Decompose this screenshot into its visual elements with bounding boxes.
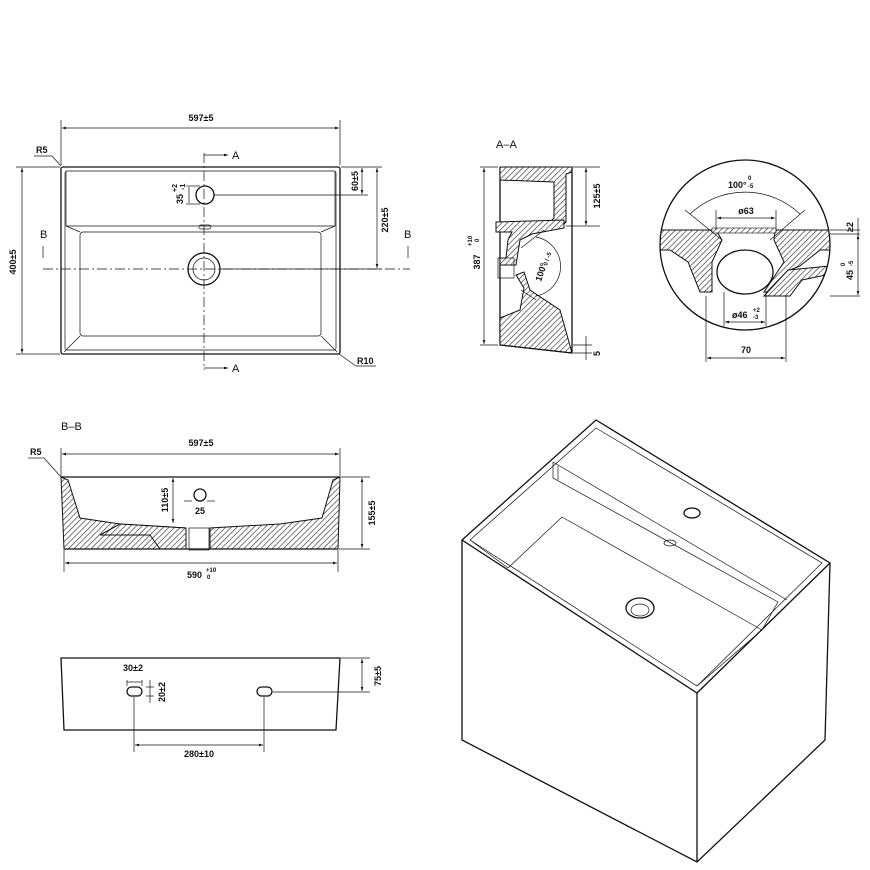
drain-offset-dimension: 220±5 xyxy=(380,208,390,233)
slot-offset: 75±5 xyxy=(373,666,383,686)
section-b-label-left: B xyxy=(40,229,47,241)
detail-step: ≥2 xyxy=(845,222,855,232)
aa-ledge: 125±5 xyxy=(592,184,602,209)
tap-hole-dimension: 35 xyxy=(175,194,185,204)
detail-width: 70 xyxy=(741,345,751,355)
tap-hole-tol-lower: -1 xyxy=(180,184,187,190)
isometric-view xyxy=(460,419,832,863)
aa-height-tol-lower: 0 xyxy=(475,238,481,242)
width-dimension: 597±5 xyxy=(189,113,214,123)
detail-dia-tol-upper: +2 xyxy=(753,308,761,314)
section-a-a: A–A 100° 0 / -5 387 +10 0 125±5 5 xyxy=(468,139,602,360)
bb-overflow-height: 110±5 xyxy=(160,488,170,512)
top-view: A A B B 597±5 400±5 60±5 220±5 35 +2 -1 … xyxy=(8,113,411,375)
section-b-label-right: B xyxy=(404,229,411,241)
corner-radius-inner: R10 xyxy=(357,356,374,366)
detail-depth: 45 xyxy=(845,270,855,280)
bb-base-tol-upper: +10 xyxy=(206,568,217,574)
aa-angle-tolerance: 0 / -5 xyxy=(543,251,553,266)
detail-dia-tol-lower: -3 xyxy=(753,315,759,321)
slot-spacing: 280±10 xyxy=(184,749,214,759)
aa-base: 5 xyxy=(592,351,602,356)
aa-height: 387 xyxy=(472,254,482,269)
overflow-slot xyxy=(198,224,212,230)
section-a-label-top: A xyxy=(232,150,240,162)
section-bb-title: B–B xyxy=(61,421,82,433)
detail-depth-tol-upper: 0 xyxy=(841,262,847,266)
tap-hole-tol-upper: +2 xyxy=(172,184,179,192)
drain-detail: 100° 0 -5 ø63 ø46 +2 -3 70 ≥2 45 0 -5 xyxy=(659,159,860,362)
mounting-slot-right xyxy=(256,686,273,697)
bb-base-tol-lower: 0 xyxy=(207,575,211,581)
detail-angle-tol-lower: -5 xyxy=(748,184,754,190)
section-aa-title: A–A xyxy=(496,139,517,151)
corner-radius-outer: R5 xyxy=(36,145,48,155)
detail-diameter-top: ø63 xyxy=(738,206,754,216)
bb-overflow-dia: 25 xyxy=(195,506,205,516)
bb-width: 597±5 xyxy=(189,438,214,448)
tap-hole xyxy=(195,185,215,205)
slot-width: 30±2 xyxy=(123,663,143,673)
aa-height-tol-upper: +10 xyxy=(468,235,474,246)
detail-angle: 100° xyxy=(728,180,747,190)
bb-base-width: 590 xyxy=(187,570,202,580)
bb-corner: R5 xyxy=(30,447,42,457)
mounting-slot-left xyxy=(126,686,143,697)
bb-height: 155±5 xyxy=(367,501,377,526)
section-b-b: B–B 25 110±5 597±5 R5 155±5 590 +10 0 xyxy=(28,421,377,581)
detail-angle-tol-upper: 0 xyxy=(748,176,752,182)
overflow-hole xyxy=(193,488,207,502)
section-a-label-bottom: A xyxy=(232,363,240,375)
depth-dimension: 400±5 xyxy=(8,250,18,275)
rear-view: 30±2 20±2 75±5 280±10 xyxy=(60,657,383,759)
detail-diameter-bottom: ø46 xyxy=(732,310,748,320)
detail-depth-tol-lower: -5 xyxy=(849,260,855,266)
slot-height: 20±2 xyxy=(157,682,167,702)
tap-offset-dimension: 60±5 xyxy=(350,171,360,191)
